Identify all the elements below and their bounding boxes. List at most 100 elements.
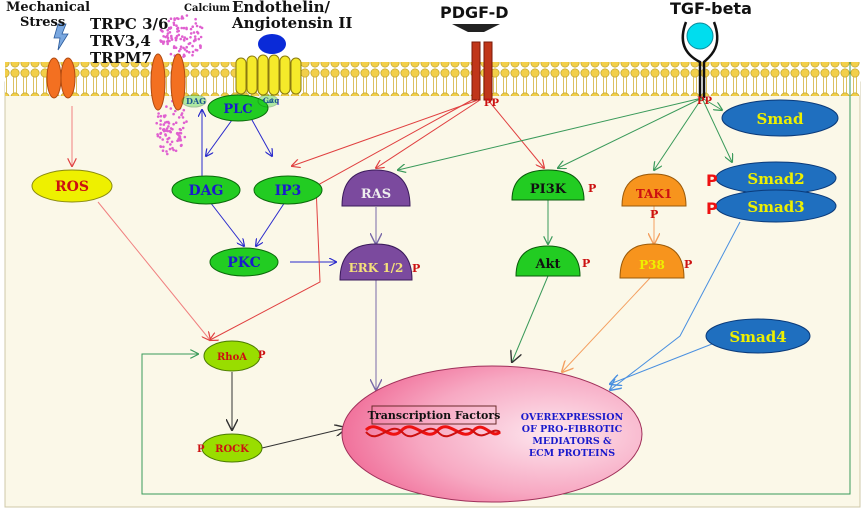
calcium-dot [183,36,187,39]
pi3k-phospho: P [588,182,596,195]
calcium-dot [169,26,173,30]
p38-label: P38 [639,258,665,272]
calcium-dot [194,22,198,25]
calcium-dot [159,123,162,126]
calcium-dot [174,121,178,124]
calcium-dot [164,133,167,136]
pdgf-pp-label: PP [484,98,500,109]
calcium-dot [174,46,178,50]
ros-label: ROS [55,179,89,195]
calcium-dot [156,133,159,136]
calcium-dot [172,46,176,50]
calcium-dot [162,114,166,118]
output-line-1: OVEREXPRESSION [521,412,624,423]
calcium-dot [162,145,165,149]
calcium-dot [181,126,185,130]
output-line-4: ECM PROTEINS [529,448,615,459]
calcium-dot [157,112,160,115]
calcium-dot [174,109,177,113]
output-line-2: OF PRO-FIBROTIC [522,424,623,435]
calcium-dot [155,121,158,125]
tak1-node [621,173,687,207]
calcium-ions [155,14,204,156]
calcium-dot [159,39,162,42]
lightning-icon [53,23,69,51]
calcium-dot [176,131,179,135]
calcium-dot [176,26,180,30]
calcium-dot [174,149,178,153]
p38-phospho: P [684,258,692,271]
calcium-dot [169,17,173,21]
calcium-dot [168,129,172,133]
calcium-dot [172,122,175,126]
p38-node [619,243,685,279]
calcium-dot [195,49,199,52]
rhoa-node [203,340,261,372]
calcium-dot [166,34,169,38]
ras-node [341,169,411,207]
calcium-dot [191,50,195,54]
plc-node [207,94,269,122]
pkc-label: PKC [227,255,260,271]
calcium-label: Calcium [184,3,230,14]
calcium-dot [199,25,202,29]
calcium-dot [159,114,163,118]
calcium-dot [177,49,181,53]
calcium-dot [166,42,169,46]
calcium-dot [162,35,165,38]
calcium-dot [179,37,182,41]
calcium-dot [177,17,180,21]
akt-label: Akt [534,257,560,272]
tgf-label: TGF-beta [670,0,752,18]
calcium-dot [179,139,183,142]
ip3-node [253,175,323,205]
dag-node [171,175,241,205]
calcium-dot [167,19,171,23]
calcium-dot [175,36,178,40]
calcium-dot [159,131,163,135]
calcium-dot [199,35,203,39]
calcium-dot [175,24,178,28]
calcium-dot [189,27,193,31]
calcium-dot [182,121,186,125]
smad2-phospho: P [706,171,718,190]
erk-label: ERK 1/2 [349,261,404,275]
calcium-dot [183,135,187,139]
ros-node [31,169,113,203]
pdgf-label: PDGF-D [440,3,509,22]
gaq-label: Gαq [263,96,279,105]
smad4-node [705,318,811,354]
calcium-dot [162,40,166,43]
calcium-dot [189,36,192,39]
calcium-dot [196,30,199,34]
smad-node [721,99,839,137]
calcium-dot [182,26,186,30]
smad2-label: Smad2 [747,170,804,188]
calcium-dot [191,44,194,48]
calcium-dot [185,45,188,49]
dag-label: DAG [189,183,224,199]
smad3-label: Smad3 [747,198,804,216]
calcium-dot [179,45,183,48]
pi3k-label: PI3K [530,182,567,197]
calcium-dot [165,120,169,124]
rhoa-phospho: P [258,350,266,361]
rock-node [201,433,263,463]
rock-label: ROCK [215,444,249,455]
erk-node [339,243,413,281]
calcium-dot [162,123,166,126]
calcium-dot [189,32,193,35]
endothelin-label: Endothelin/ [232,0,331,16]
calcium-dot [185,49,189,53]
calcium-dot [180,112,184,115]
calcium-dot [166,140,169,144]
calcium-dot [185,26,188,30]
cell-membrane [5,62,860,96]
smad-label: Smad [757,110,804,128]
tgf-pp-label: PP [697,96,713,107]
calcium-dot [185,37,189,41]
calcium-dot [185,120,188,123]
calcium-dot [159,145,163,148]
calcium-dot [194,17,197,21]
calcium-dot [170,140,174,144]
